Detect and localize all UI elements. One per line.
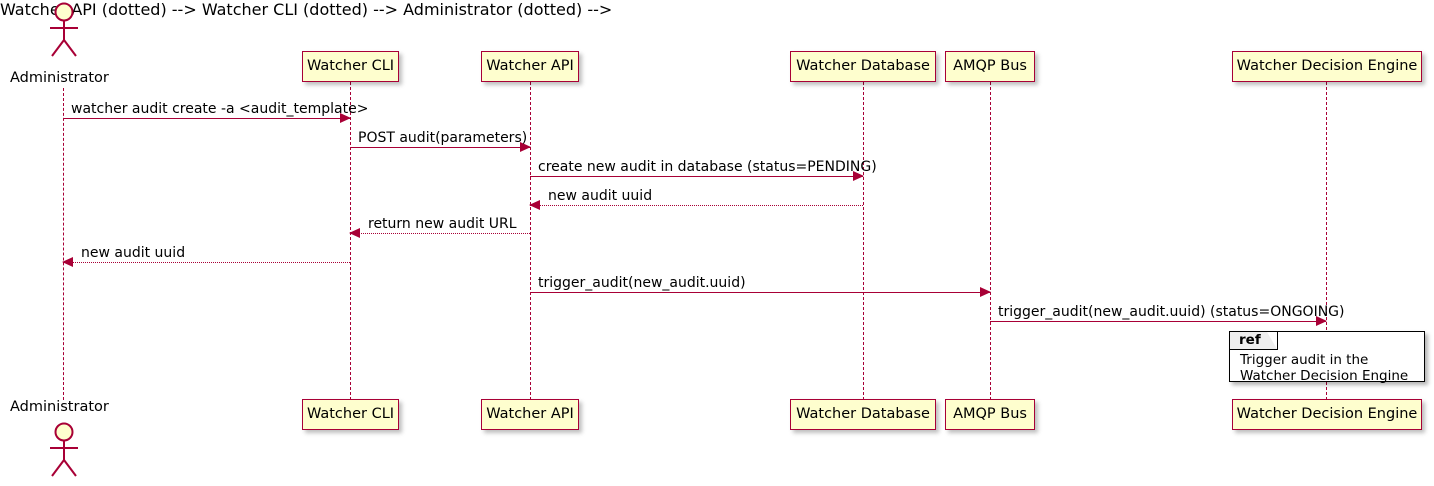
participant-label: AMQP Bus bbox=[953, 58, 1027, 75]
participant-watcher-cli-top[interactable]: Watcher CLI bbox=[302, 51, 399, 82]
ref-fragment-body: Trigger audit in the Watcher Decision En… bbox=[1230, 352, 1424, 384]
message-line bbox=[530, 205, 863, 206]
message-create-new-audit: create new audit in database (status=PEN… bbox=[530, 160, 877, 181]
message-watcher-audit-create: watcher audit create -a <audit_template> bbox=[63, 102, 368, 123]
message-line bbox=[350, 147, 530, 148]
message-label: POST audit(parameters) bbox=[358, 130, 528, 146]
actor-label-top: Administrator bbox=[10, 70, 109, 86]
ref-fragment[interactable]: ref Trigger audit in the Watcher Decisio… bbox=[1229, 331, 1425, 384]
participant-watcher-api-top[interactable]: Watcher API bbox=[481, 51, 579, 82]
message-label: trigger_audit(new_audit.uuid) bbox=[538, 275, 746, 291]
message-label: watcher audit create -a <audit_template> bbox=[71, 101, 369, 117]
participant-watcher-decision-engine-bottom[interactable]: Watcher Decision Engine bbox=[1232, 399, 1422, 430]
ref-fragment-line-2: Watcher Decision Engine bbox=[1240, 368, 1409, 384]
participant-label: Watcher Database bbox=[796, 406, 930, 423]
actor-administrator-bottom bbox=[38, 421, 90, 479]
actor-administrator-top bbox=[38, 2, 90, 58]
lifeline-watcher-database bbox=[863, 82, 864, 400]
participant-amqp-bus-bottom[interactable]: AMQP Bus bbox=[945, 399, 1035, 430]
message-line bbox=[530, 176, 863, 177]
message-label: trigger_audit(new_audit.uuid) (status=ON… bbox=[998, 304, 1345, 320]
participant-watcher-database-top[interactable]: Watcher Database bbox=[790, 51, 936, 82]
message-trigger-audit: trigger_audit(new_audit.uuid) bbox=[530, 276, 991, 297]
lifeline-watcher-cli bbox=[350, 82, 351, 400]
message-line bbox=[530, 292, 990, 293]
participant-label: Watcher Decision Engine bbox=[1236, 406, 1418, 423]
lifeline-administrator bbox=[63, 88, 64, 400]
lifeline-amqp-bus bbox=[990, 82, 991, 400]
message-trigger-audit-ongoing: trigger_audit(new_audit.uuid) (status=ON… bbox=[990, 305, 1344, 326]
participant-label: Watcher CLI bbox=[306, 406, 395, 423]
actor-label-bottom: Administrator bbox=[10, 399, 109, 415]
arrowhead-left-icon bbox=[62, 257, 73, 267]
message-new-audit-uuid-db: new audit uuid bbox=[529, 189, 863, 210]
arrowhead-right-icon bbox=[1316, 316, 1327, 326]
message-post-audit: POST audit(parameters) bbox=[350, 131, 531, 152]
lifeline-watcher-decision-engine bbox=[1326, 82, 1327, 400]
arrowhead-left-icon bbox=[529, 200, 540, 210]
message-line bbox=[63, 118, 350, 119]
ref-tab-notch-icon bbox=[1266, 332, 1277, 349]
actor-figure-icon bbox=[50, 2, 78, 57]
participant-label: Watcher API bbox=[486, 406, 574, 423]
participant-label: Watcher Decision Engine bbox=[1236, 58, 1418, 75]
ref-fragment-tag-label: ref bbox=[1239, 331, 1261, 348]
ref-fragment-tag: ref bbox=[1230, 332, 1278, 350]
participant-label: Watcher Database bbox=[796, 58, 930, 75]
ref-fragment-line-1: Trigger audit in the bbox=[1240, 352, 1369, 368]
arrowhead-right-icon bbox=[340, 113, 351, 123]
participant-watcher-cli-bottom[interactable]: Watcher CLI bbox=[302, 399, 399, 430]
arrowhead-right-icon bbox=[980, 287, 991, 297]
lifeline-watcher-api bbox=[530, 82, 531, 400]
message-label: new audit uuid bbox=[548, 188, 653, 204]
participant-watcher-database-bottom[interactable]: Watcher Database bbox=[790, 399, 936, 430]
message-label: new audit uuid bbox=[81, 245, 186, 261]
participant-watcher-decision-engine-top[interactable]: Watcher Decision Engine bbox=[1232, 51, 1422, 82]
message-label: return new audit URL bbox=[368, 216, 517, 232]
message-label: create new audit in database (status=PEN… bbox=[538, 159, 877, 175]
message-new-audit-uuid-cli: new audit uuid bbox=[62, 246, 350, 267]
participant-label: Watcher CLI bbox=[306, 58, 395, 75]
arrowhead-right-icon bbox=[520, 142, 531, 152]
message-line bbox=[990, 321, 1326, 322]
participant-watcher-api-bottom[interactable]: Watcher API bbox=[481, 399, 579, 430]
message-line bbox=[63, 262, 350, 263]
arrowhead-left-icon bbox=[349, 228, 360, 238]
actor-figure-icon bbox=[50, 422, 78, 477]
message-line bbox=[350, 233, 530, 234]
message-return-new-audit-url: return new audit URL bbox=[349, 217, 530, 238]
participant-amqp-bus-top[interactable]: AMQP Bus bbox=[945, 51, 1035, 82]
arrowhead-right-icon bbox=[853, 171, 864, 181]
participant-label: AMQP Bus bbox=[953, 406, 1027, 423]
participant-label: Watcher API bbox=[486, 58, 574, 75]
